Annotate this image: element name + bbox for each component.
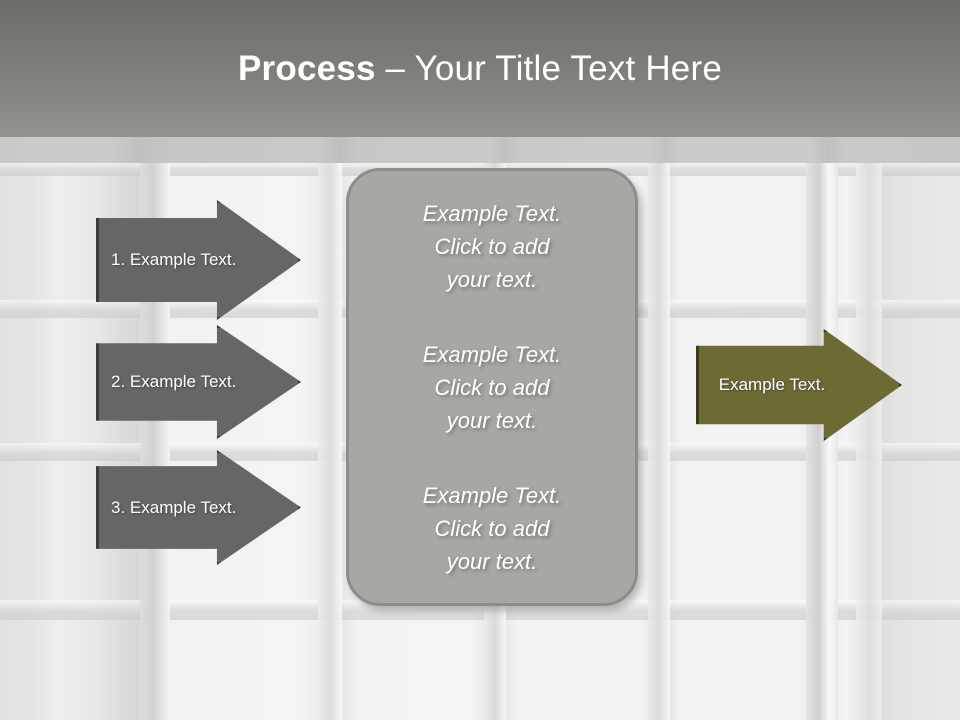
slide-title-rest: – Your Title Text Here	[375, 48, 722, 88]
input-arrow-2-label: 2. Example Text.	[111, 372, 237, 391]
slide-title: Process – Your Title Text Here	[0, 0, 960, 137]
center-text-block-1: Example Text. Click to add your text.	[422, 200, 562, 292]
center-text-block-2: Example Text. Click to add your text.	[422, 341, 562, 433]
header-underband	[0, 137, 960, 163]
input-arrow-1-label: 1. Example Text.	[111, 250, 237, 269]
center-content-box[interactable]: Example Text. Click to add your text. Ex…	[346, 168, 638, 606]
center-text-block-3: Example Text. Click to add your text.	[422, 482, 562, 574]
input-arrow-3-label: 3. Example Text.	[111, 497, 237, 517]
title-bar: Process – Your Title Text Here	[0, 0, 960, 137]
slide-title-bold: Process	[238, 48, 376, 88]
output-arrow-label: Example Text.	[718, 375, 826, 394]
